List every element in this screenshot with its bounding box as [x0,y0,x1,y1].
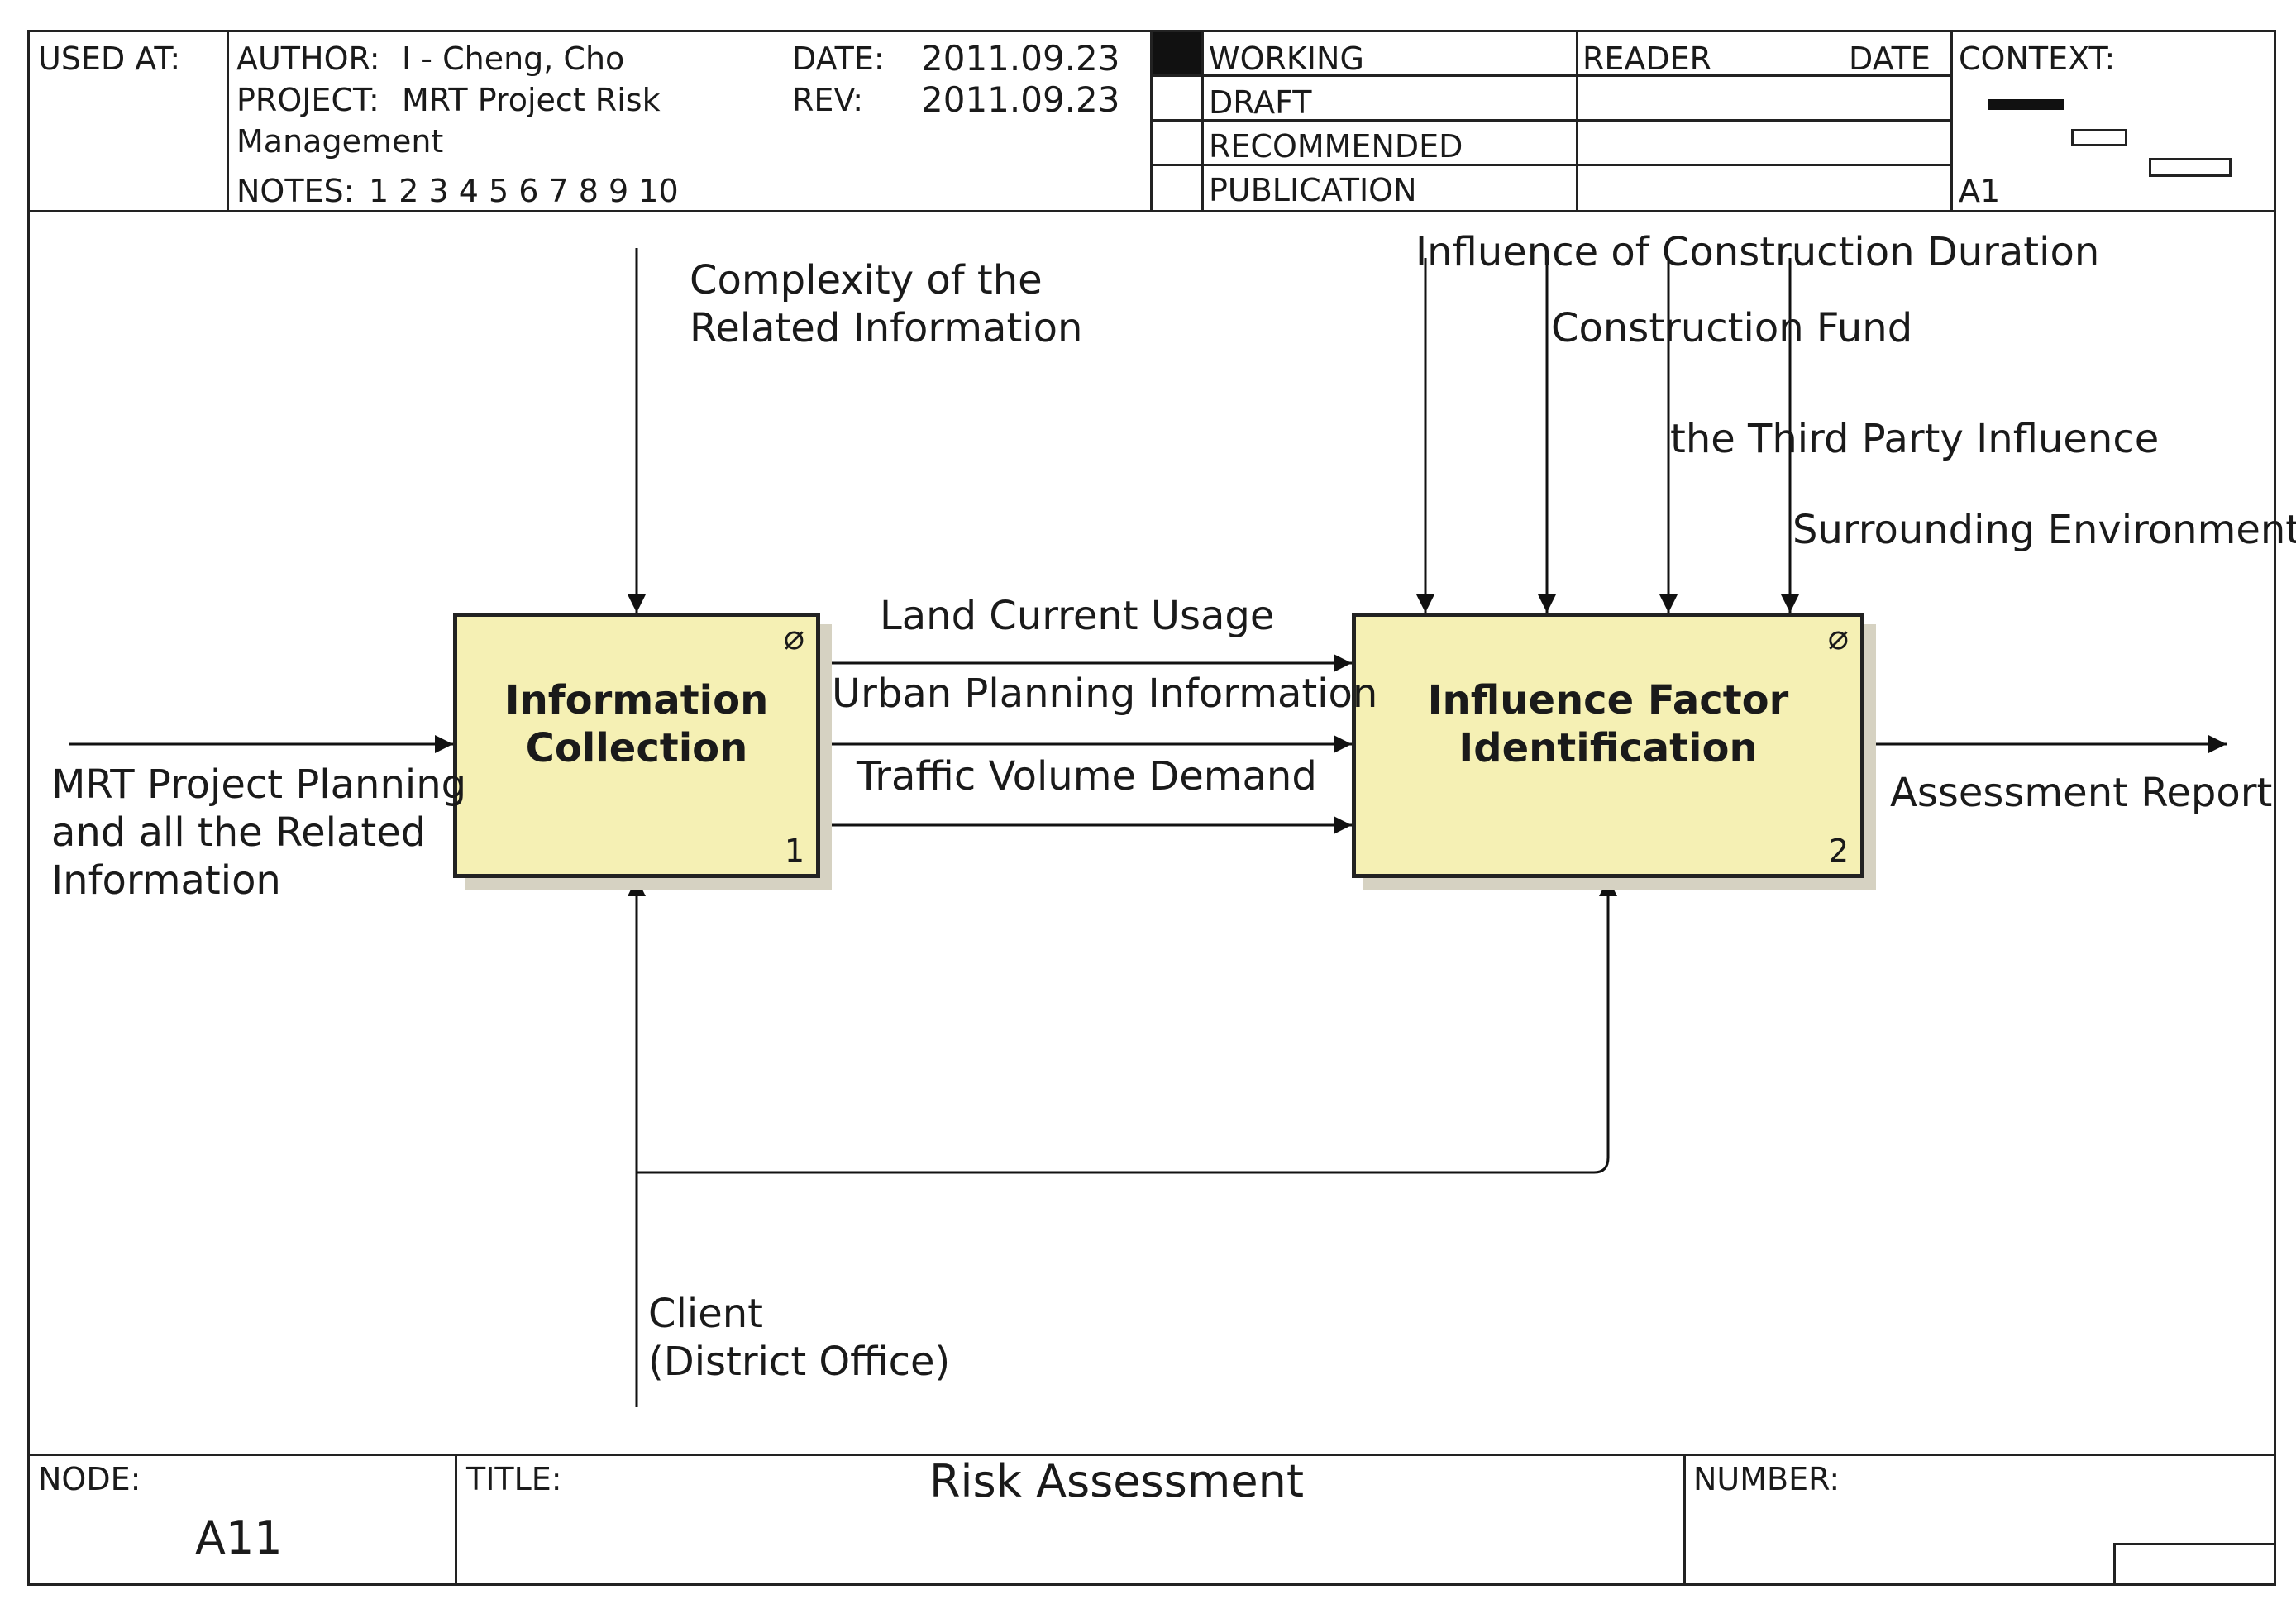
context-box-active [1988,99,2064,110]
status-recommended: RECOMMENDED [1209,128,1463,165]
control-label-fund: Construction Fund [1551,305,1913,351]
footer-top-line [27,1454,2276,1456]
rev-value: 2011.09.23 [921,79,1120,120]
control-label-duration: Influence of Construction Duration [1415,229,2100,275]
status-working: WORKING [1209,41,1364,77]
footer-divider [455,1454,457,1586]
input-label-line2: and all the Related [51,809,427,856]
rev-label: REV: [792,82,864,118]
reader-label: READER [1582,41,1712,77]
output-label: Assessment Report [1890,770,2273,816]
context-label: CONTEXT: [1959,41,2116,77]
activity-box-influence-factor-identification[interactable]: ⌀ Influence Factor Identification 2 [1352,613,1864,878]
node-label: NODE: [38,1461,141,1497]
header-divider [227,30,229,212]
paperclip-icon: ⌀ [1827,617,1849,657]
author-label: AUTHOR: [236,41,380,77]
box-title-line2: Identification [1458,725,1758,771]
control-label-line2: Related Information [690,305,1083,351]
control-label-environment: Surrounding Environment [1792,507,2296,553]
mechanism-label-line1: Client [648,1291,763,1337]
header-row-line [1150,74,1950,77]
notes-label: NOTES: [236,173,355,209]
title-label: TITLE: [466,1461,562,1497]
control-label-line1: Complexity of the [690,257,1043,303]
mechanism-label-line2: (District Office) [648,1339,951,1385]
used-at-label: USED AT: [38,41,181,77]
box-number: 1 [784,833,804,869]
header-row-line [1150,119,1950,122]
box-title-line2: Collection [525,725,748,771]
footer-divider [1683,1454,1686,1586]
activity-box-information-collection[interactable]: ⌀ Information Collection 1 [453,613,820,878]
context-box [2149,158,2232,177]
context-node: A1 [1959,173,2001,209]
header-divider [1950,30,1953,212]
context-box [2071,129,2127,146]
diagram-title: Risk Assessment [929,1455,1305,1507]
node-value: A11 [195,1512,283,1564]
working-status-marker [1153,32,1201,74]
project-value: MRT Project Risk [402,82,661,118]
flow-label-traffic: Traffic Volume Demand [857,753,1317,800]
box-number: 2 [1828,833,1849,869]
status-publication: PUBLICATION [1209,172,1417,208]
input-label-line3: Information [51,857,281,904]
flow-label-land: Land Current Usage [880,593,1275,639]
header-row-line [1150,164,1950,166]
box-title-line1: Information [504,677,769,723]
project-value-line2: Management [236,123,444,160]
number-subbox [2113,1543,2276,1586]
input-label-line1: MRT Project Planning [51,761,467,808]
box-title-line1: Influence Factor [1427,677,1789,723]
flow-label-urban: Urban Planning Information [832,671,1378,717]
number-label: NUMBER: [1693,1461,1840,1497]
date-value: 2011.09.23 [921,38,1120,79]
paperclip-icon: ⌀ [783,617,804,657]
project-label: PROJECT: [236,82,379,118]
author-value: I - Cheng, Cho [402,41,625,77]
notes-values: 1 2 3 4 5 6 7 8 9 10 [369,173,679,209]
status-draft: DRAFT [1209,84,1312,121]
control-label-third-party: the Third Party Influence [1670,416,2160,462]
reader-date-label: DATE [1849,41,1931,77]
date-label: DATE: [792,41,885,77]
mechanism-arrow-box2 [637,878,1617,1174]
